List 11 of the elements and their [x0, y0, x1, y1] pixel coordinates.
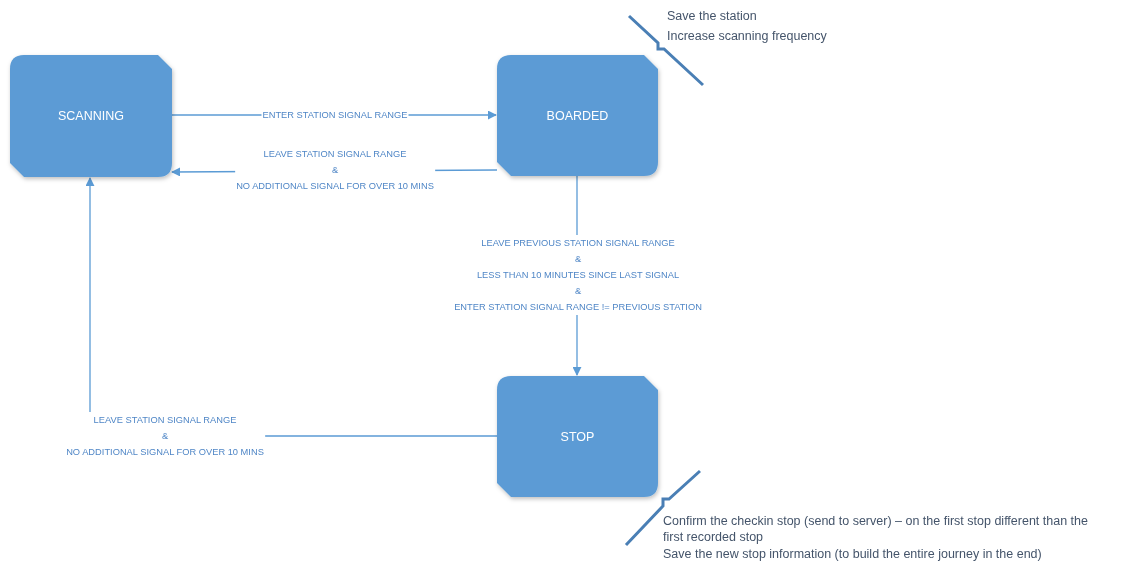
state-name: BOARDED [545, 108, 610, 123]
state-name: SCANNING [57, 109, 125, 123]
state-note: Save the station [667, 8, 758, 24]
state-name: STOP [559, 429, 596, 444]
state-note: Confirm the checkin stop (send to server) – on the first stop different than the first recorded stop [663, 513, 1089, 545]
state-box [497, 55, 658, 176]
state-note: Increase scanning frequency [667, 28, 828, 44]
state-box [497, 376, 658, 497]
state-box [10, 55, 172, 177]
state-note: Save the new stop information (to build the entire journey in the end) [663, 546, 1043, 562]
transition-label: LEAVE PREVIOUS STATION SIGNAL RANGE & LESS THAN 10 MINUTES SINCE LAST SIGNAL & ENTER STATION SIGNAL RANGE != PREVIOUS STATION [453, 235, 703, 315]
